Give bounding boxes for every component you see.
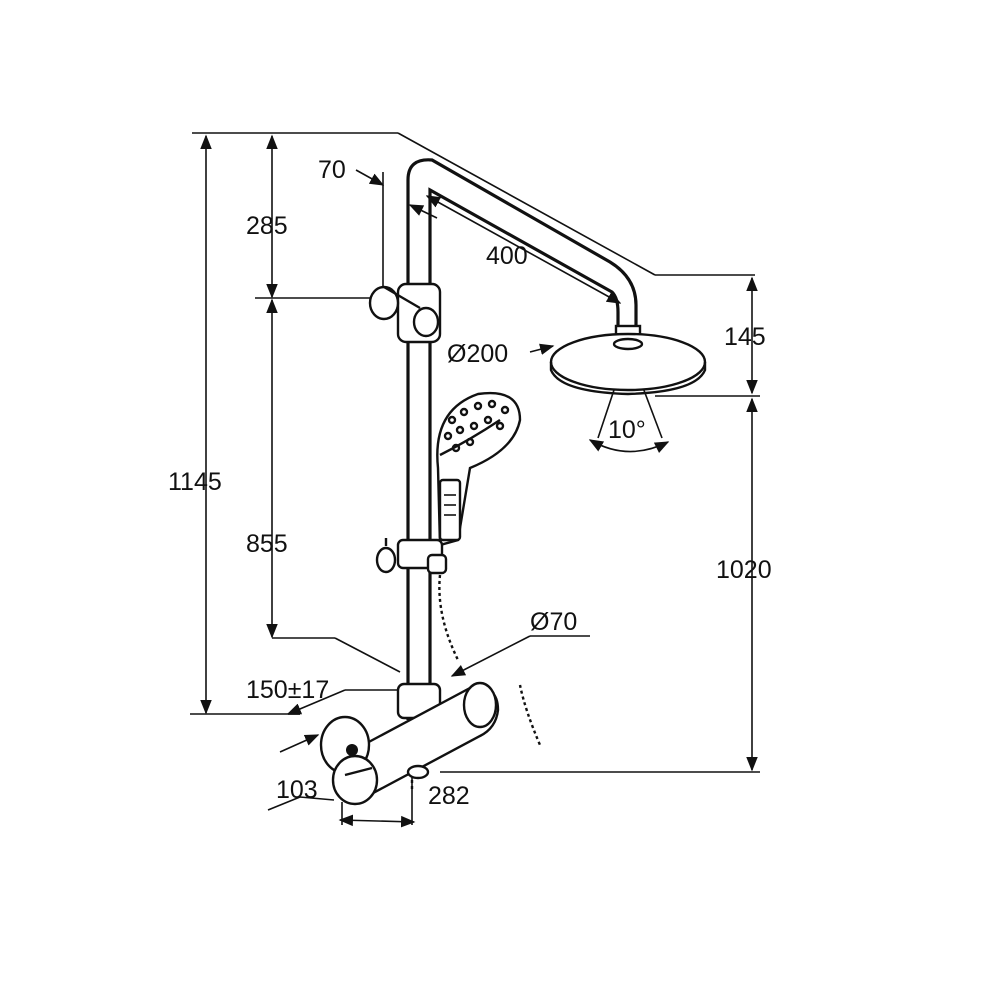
hand-shower (436, 391, 522, 547)
slider-bracket-lower (375, 538, 448, 575)
label-ø200: Ø200 (447, 340, 508, 368)
label-1145: 1145 (168, 468, 222, 496)
dim-103 (267, 734, 335, 811)
label-145: 145 (724, 323, 766, 351)
label-70: 70 (318, 156, 346, 184)
label-855: 855 (246, 530, 288, 558)
shower-hose (410, 574, 542, 790)
label-1020: 1020 (716, 556, 772, 584)
dim-1020 (440, 397, 760, 773)
dim-285 (255, 134, 375, 299)
label-103: 103 (276, 776, 318, 804)
label-282: 282 (428, 782, 470, 810)
dim-1145 (190, 134, 300, 715)
label-285: 285 (246, 212, 288, 240)
dim-ø70 (450, 635, 590, 677)
dimension-labels: 70 285 400 145 Ø200 10° 1145 855 1020 Ø7… (168, 156, 772, 810)
label-150: 150±17 (246, 676, 329, 704)
riser-pipe (406, 158, 638, 720)
dim-400 (425, 195, 622, 304)
label-10-degree: 10° (608, 416, 646, 444)
label-400: 400 (486, 242, 528, 270)
thermostatic-mixer (319, 681, 500, 806)
dim-145 (655, 276, 760, 397)
label-ø70: Ø70 (530, 608, 577, 636)
dim-70 (355, 169, 438, 300)
dim-855 (266, 298, 401, 673)
dimension-lines (190, 132, 760, 828)
slider-bracket-top (368, 282, 442, 344)
overhead-shower-head (549, 324, 707, 396)
